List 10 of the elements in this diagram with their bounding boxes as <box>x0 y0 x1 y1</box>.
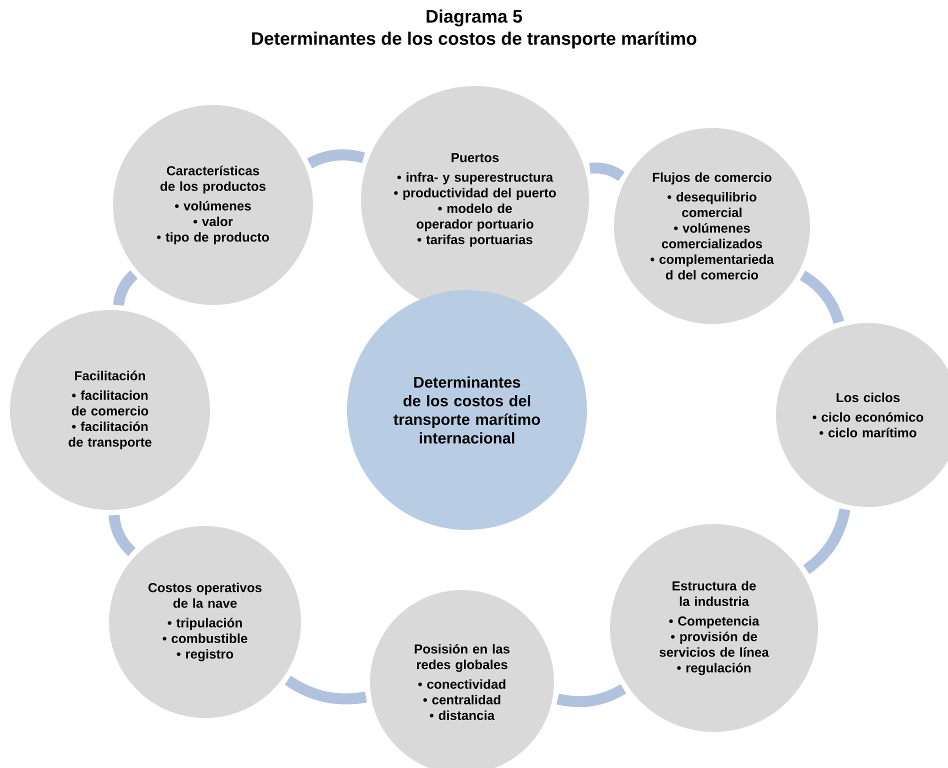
title: Diagrama 5 <box>426 10 522 26</box>
ring-connector <box>113 270 138 306</box>
ring-connector <box>556 684 626 708</box>
ring-connector <box>803 508 850 574</box>
ring-connector <box>800 270 844 324</box>
ring-connector <box>108 514 136 556</box>
ring-connector <box>589 162 625 182</box>
ring-connector <box>284 676 367 704</box>
ring-connector <box>307 149 365 168</box>
subtitle: Determinantes de los costos de transporte marítimo <box>252 32 696 48</box>
